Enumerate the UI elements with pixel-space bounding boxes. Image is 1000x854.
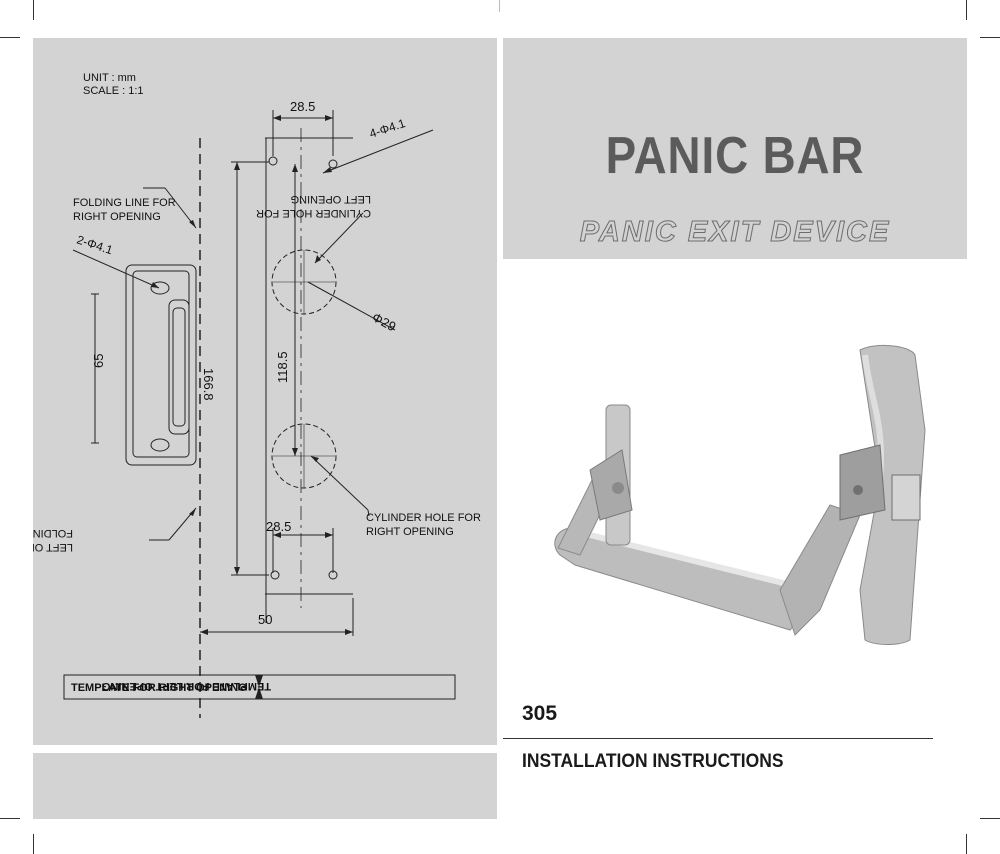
- panic-bar-illustration: [554, 344, 926, 645]
- crop-mark: [966, 0, 967, 20]
- banner-right-opening: TEMPLATE FOR RIGHT OPENING: [71, 682, 247, 694]
- fold-left-label-1: FOLDING LINE FOR: [33, 527, 73, 539]
- fold-right-label-2: RIGHT OPENING: [73, 211, 161, 223]
- unit-label: UNIT : mm: [83, 72, 136, 84]
- crop-mark: [0, 37, 20, 38]
- page-title: PANIC BAR: [605, 127, 865, 185]
- crop-mark: [966, 834, 967, 854]
- product-code: 305: [522, 702, 558, 725]
- crop-mark: [499, 0, 500, 12]
- template-panel: UNIT : mm SCALE : 1:1 28.5 4-Φ4.1 FOLDIN…: [0, 38, 497, 745]
- cyl-right-label-2: RIGHT OPENING: [366, 526, 454, 538]
- crop-mark: [980, 37, 1000, 38]
- crop-mark: [0, 818, 20, 819]
- cyl-left-label-1: CYLINDER HOLE FOR: [256, 207, 371, 219]
- crop-mark: [33, 834, 34, 854]
- fold-left-label-2: LEFT OPENING: [33, 541, 73, 553]
- fold-right-label-1: FOLDING LINE FOR: [73, 197, 176, 209]
- cyl-right-label-1: CYLINDER HOLE FOR: [366, 512, 481, 524]
- section-title: INSTALLATION INSTRUCTIONS: [522, 751, 784, 772]
- blank-footer-panel: [33, 753, 497, 819]
- scale-label: SCALE : 1:1: [83, 85, 144, 97]
- divider: [503, 738, 933, 739]
- crop-mark: [980, 818, 1000, 819]
- crop-mark: [33, 0, 34, 20]
- title-panel: PANIC BAR PANIC EXIT DEVICE: [503, 38, 967, 259]
- page-subtitle: PANIC EXIT DEVICE: [579, 216, 891, 249]
- dim-cylinder-spacing: 118.5: [275, 351, 290, 383]
- dim-bottom-spacing: 28.5: [266, 519, 291, 534]
- dim-total-height: 166.8: [201, 368, 216, 401]
- drilling-template-diagram: UNIT : mm SCALE : 1:1 28.5 4-Φ4.1 FOLDIN…: [0, 72, 481, 718]
- dim-cylinder-dia: Φ29: [370, 309, 399, 334]
- dim-strike-height: 65: [91, 354, 106, 368]
- banner-left-opening: TEMPLATE FOR LEFT OPENING: [102, 680, 271, 692]
- dim-holes-top: 4-Φ4.1: [368, 116, 408, 141]
- dim-width: 50: [258, 612, 272, 627]
- cyl-left-label-2: LEFT OPENING: [291, 193, 371, 205]
- dim-top-spacing: 28.5: [290, 99, 315, 114]
